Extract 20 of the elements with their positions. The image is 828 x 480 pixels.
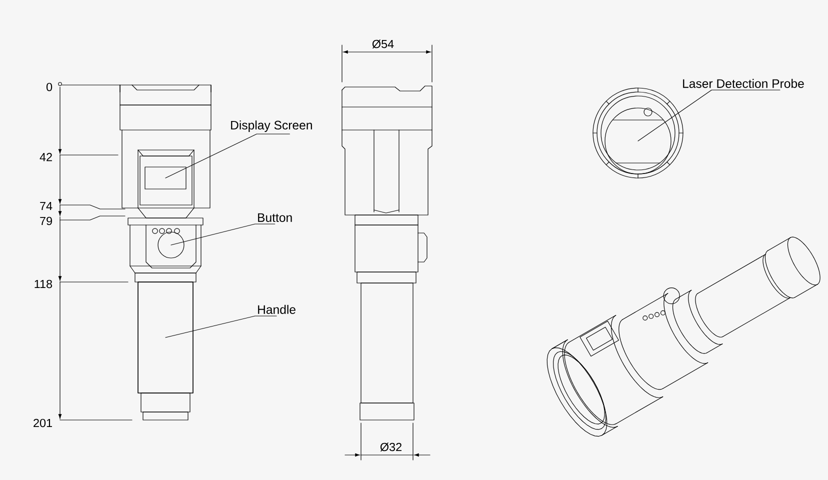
- leader-line: [170, 224, 276, 246]
- dimension-label: Ø32: [380, 442, 402, 452]
- leader-line: [165, 134, 290, 178]
- leader-line: [638, 90, 780, 142]
- dimension-label: Ø54: [372, 40, 394, 48]
- callout-label: Button: [258, 213, 292, 222]
- callout-label: Laser Detection Probe: [683, 78, 804, 88]
- handle-tube: [138, 282, 194, 394]
- callout-label: Display Screen: [231, 120, 312, 132]
- dimension-label: 201: [34, 418, 52, 428]
- callout-label: Handle: [258, 304, 296, 314]
- dimension-label: 79: [40, 216, 52, 226]
- button-circle: [158, 232, 184, 258]
- screen-window: [144, 166, 186, 190]
- dimension-label: 42: [40, 152, 52, 162]
- probe-window: [604, 108, 672, 174]
- dimension-label: 0: [46, 82, 52, 92]
- dimension-label: 118: [34, 280, 52, 288]
- dimension-label: 74: [40, 202, 52, 210]
- leader-line: [165, 316, 277, 338]
